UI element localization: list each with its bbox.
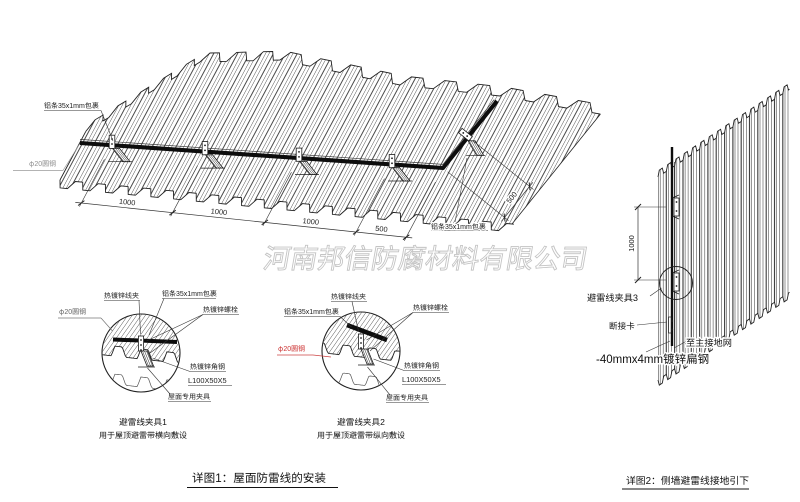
caption-detail-1: 详图1：屋面防雷线的安装 <box>187 472 338 489</box>
label-round-steel: φ20圆钢 <box>13 144 80 171</box>
wall-wire-clamp-lower <box>671 269 680 295</box>
detail-subtitle: 用于屋顶避雷带纵向敷设 <box>317 431 405 440</box>
eave-dimension-label: 1000 <box>210 206 227 217</box>
label-roof-clamp: 屋面专用夹具 <box>168 393 210 401</box>
caption-text: 详图2：侧墙避雷线接地引下 <box>626 475 749 487</box>
label-aluminium-wrap: 铝条35x1mm包裹 <box>162 290 217 298</box>
label-galvanized-bolt: 热镀锌螺栓 <box>413 304 448 312</box>
detail-title: 避雷线夹具2 <box>337 417 385 427</box>
wall-corrugation-texture <box>658 84 789 386</box>
disconnect-card-symbol <box>668 316 674 334</box>
wall-dimension: 1000 <box>627 203 666 284</box>
lightning-wire <box>79 99 499 171</box>
eave-dimension-label: 1000 <box>119 197 136 208</box>
down-lead-bar <box>670 147 675 346</box>
label-angle-size: L100X50X5 <box>188 376 227 385</box>
label-wrap-bend: 铝条35x1mm包裹 <box>430 157 488 232</box>
detail-balloon-circle <box>659 266 693 300</box>
label-to-ground-grid: 至主接地网 <box>686 338 732 348</box>
label-galvanized-angle: 热镀锌角钢 <box>404 362 439 370</box>
label-aluminium-wrap: 铝条35x1mm包裹 <box>284 308 339 316</box>
label-galvanized-bolt: 热镀锌螺栓 <box>203 306 238 314</box>
label-roof-clamp: 屋面专用夹具 <box>386 394 428 402</box>
detail-title: 避雷线夹具1 <box>119 417 167 427</box>
detail-subtitle: 用于屋顶避雷带横向敷设 <box>99 431 187 440</box>
label-galvanized-angle: 热镀锌角钢 <box>190 363 225 371</box>
caption-detail-2: 详图2：侧墙避雷线接地引下 <box>622 475 749 490</box>
label-wall-clamp3: 避雷线夹具3 <box>587 293 638 303</box>
eave-dimension: 1000 1000 1000 500 <box>75 159 436 241</box>
label-wrap-top: 铝条35x1mm包裹 <box>44 102 114 142</box>
label-flat-steel: -40mmx4mm镀锌扁钢 <box>596 353 709 366</box>
label-angle-size: L100X50X5 <box>402 375 441 384</box>
label-round-steel: φ20圆钢 <box>59 308 86 316</box>
svg-text:铝条35x1mm包裹: 铝条35x1mm包裹 <box>44 102 99 110</box>
label-galvanized-clip: 热镀锌线夹 <box>331 293 366 301</box>
wall-wire-clamp-upper <box>671 194 680 220</box>
eave-dimension-label: 1000 <box>302 216 319 227</box>
label-galvanized-clip: 热镀锌线夹 <box>104 292 139 300</box>
wall-dimension-label: 1000 <box>627 235 636 251</box>
eave-dimension-label: 500 <box>375 224 388 234</box>
label-disconnect-card: 断接卡 <box>609 321 635 331</box>
label-round-steel-red: φ20圆钢 <box>278 345 305 353</box>
watermark-company: 河南邦信防腐材料有限公司 <box>261 243 590 274</box>
caption-text: 详图1：屋面防雷线的安装 <box>192 472 326 485</box>
svg-text:铝条35x1mm包裹: 铝条35x1mm包裹 <box>431 223 486 231</box>
svg-text:φ20圆钢: φ20圆钢 <box>29 160 56 168</box>
